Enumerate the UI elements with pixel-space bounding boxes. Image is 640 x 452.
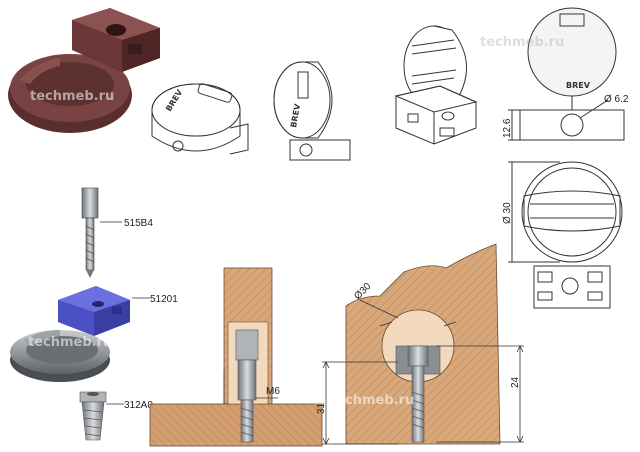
brand-mark-2-group: BREV (289, 102, 302, 128)
insert-51201 (58, 286, 130, 336)
dim-thread: M6 (266, 386, 280, 397)
dim-cap-hole-diameter: Ø 6.2 (604, 94, 629, 105)
dimension-lines (322, 299, 524, 445)
brand-mark-2: BREV (289, 102, 302, 128)
dim-cap-height-group: 12.6 (502, 118, 513, 138)
dim-cap-diameter-group: Ø 30 (502, 202, 513, 224)
dim-depth-total: 31 (316, 402, 327, 414)
gray-cap-render: techmeb.ru (10, 330, 112, 382)
brand-mark-3-group: BREV (566, 81, 591, 90)
label-sleeve: 312A0 (124, 400, 153, 411)
watermark-3: techmeb.ru (28, 335, 112, 350)
watermark-4: techmeb.ru (330, 393, 414, 408)
sleeve-312a0 (79, 391, 107, 441)
brown-cam-lock-render: techmeb.ru (8, 8, 160, 133)
dimensioned-drawing-top (508, 7, 625, 141)
watermark-1: techmeb.ru (30, 89, 114, 104)
dim-depth-pocket-group: 24 (510, 376, 521, 388)
dim-depth-total-group: 31 (316, 402, 327, 414)
label-bolt: 515B4 (124, 218, 153, 229)
cap-line-drawing-3 (394, 25, 478, 145)
bolt-515b4 (81, 187, 99, 278)
cap-line-drawing-1 (151, 83, 249, 155)
dimensioned-drawing-bottom (508, 161, 623, 309)
dim-cap-height: 12.6 (502, 118, 513, 138)
watermark-2: techmeb.ru (480, 35, 564, 50)
brand-mark-3: BREV (566, 81, 591, 90)
section-horizontal-panel (345, 243, 501, 445)
label-insert: 51201 (150, 294, 178, 305)
cap-line-drawing-2 (273, 61, 351, 161)
dim-cap-diameter: Ø 30 (502, 202, 513, 224)
section-vertical-panel (149, 267, 323, 447)
dim-depth-pocket: 24 (510, 376, 521, 388)
